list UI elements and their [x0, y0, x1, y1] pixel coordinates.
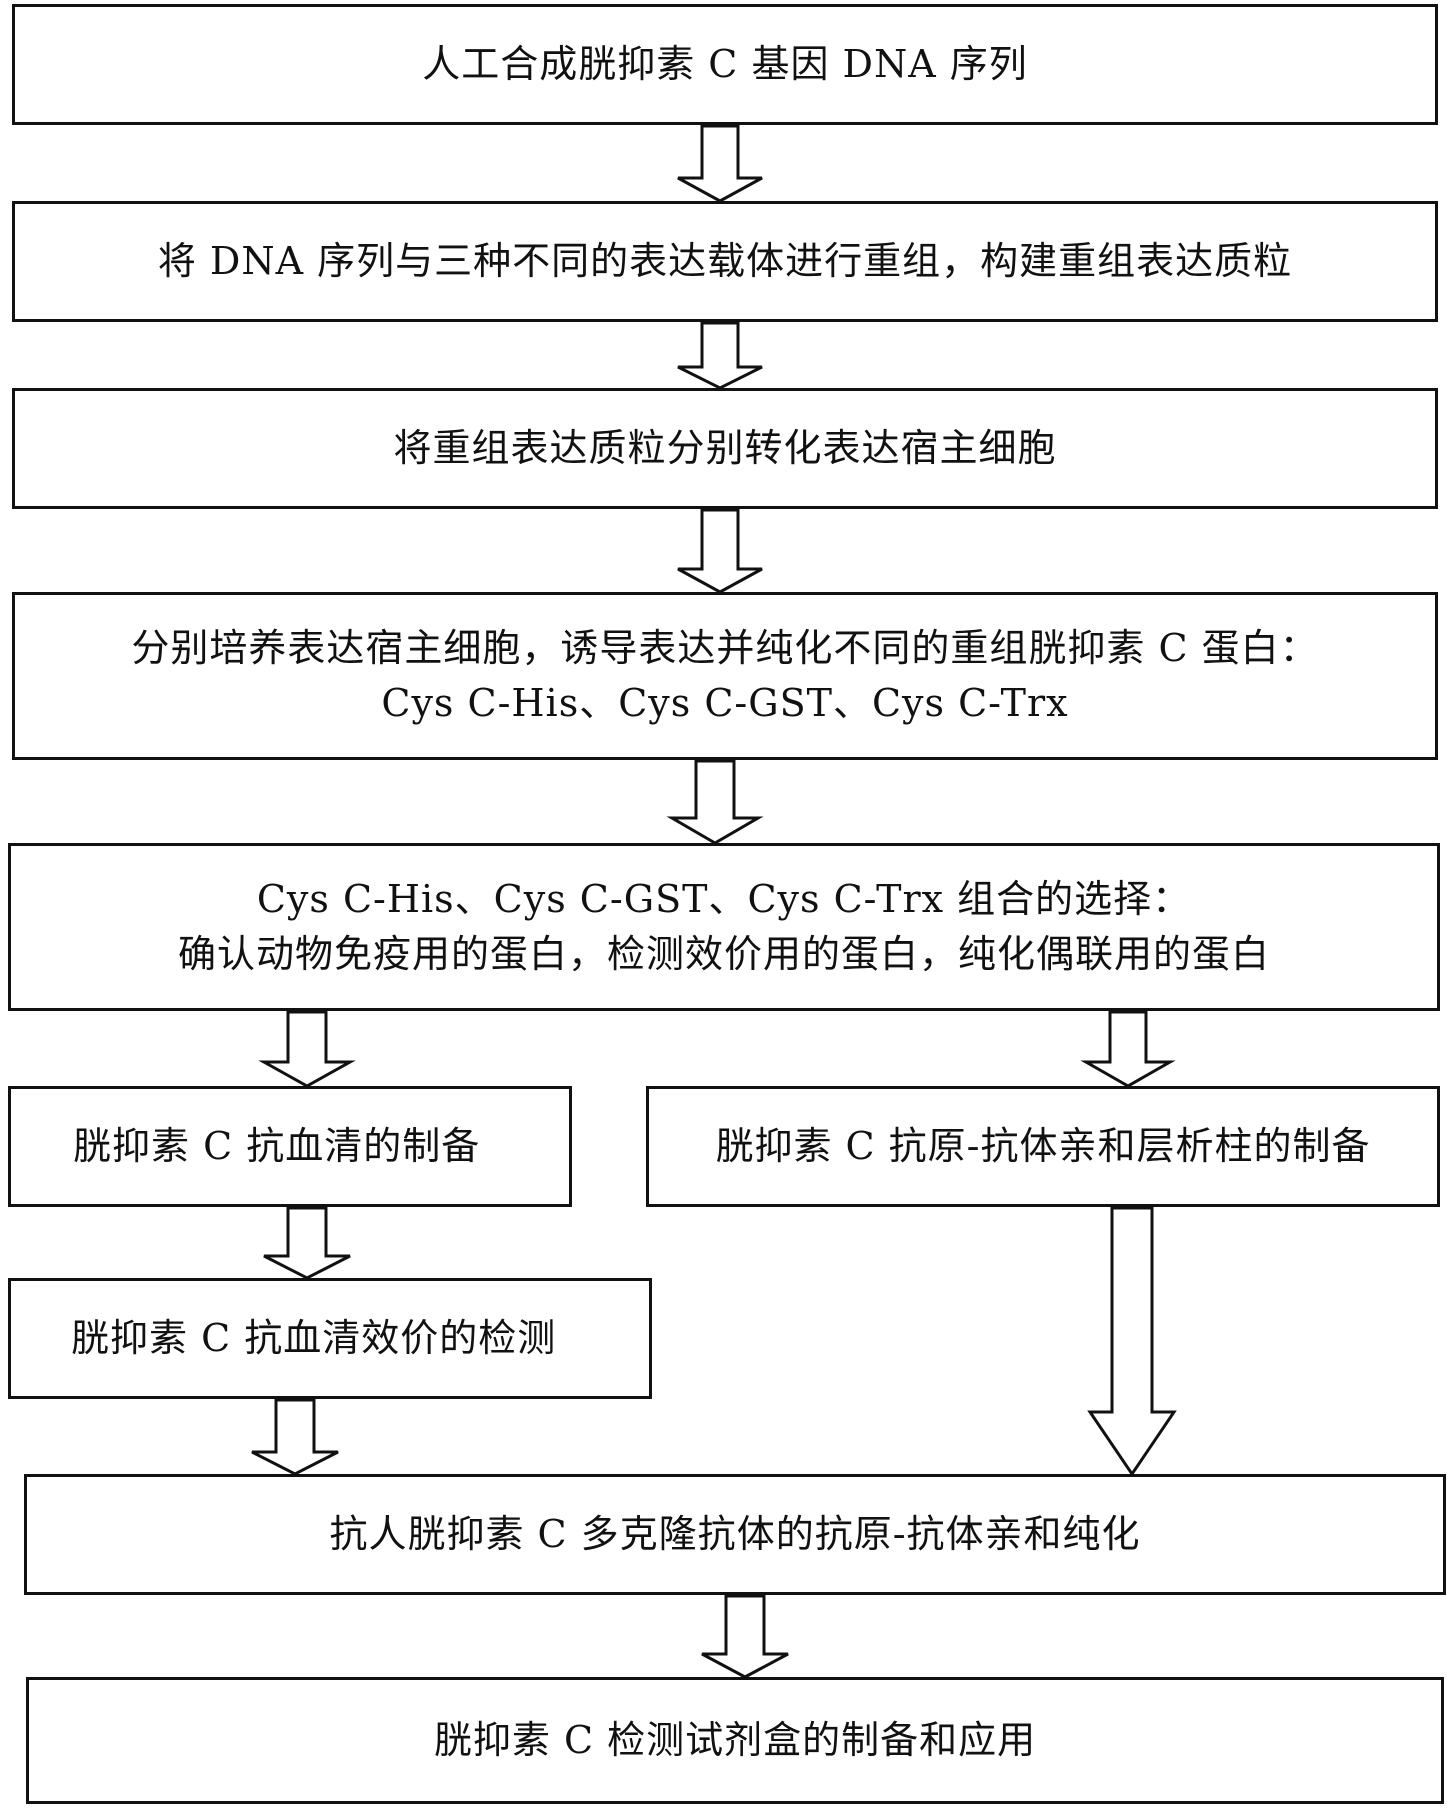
step-box-transform-host: 将重组表达质粒分别转化表达宿主细胞 — [12, 388, 1438, 509]
down-arrow-icon — [677, 124, 763, 203]
down-arrow-icon — [263, 1206, 351, 1280]
down-arrow-icon — [701, 1594, 789, 1679]
down-arrow-icon — [258, 1010, 356, 1088]
step-text-express-purify-line2: Cys C-His、Cys C-GST、Cys C-Trx — [381, 681, 1069, 725]
step-text-combination-select-line2: 确认动物免疫用的蛋白，检测效价用的蛋白，纯化偶联用的蛋白 — [177, 932, 1270, 976]
step-box-antiserum-titer: 胱抑素 C 抗血清效价的检测 — [8, 1278, 652, 1399]
down-arrow-icon — [1087, 1206, 1177, 1477]
step-box-affinity-column-prep: 胱抑素 C 抗原-抗体亲和层析柱的制备 — [646, 1086, 1440, 1207]
step-box-construct-plasmid: 将 DNA 序列与三种不同的表达载体进行重组，构建重组表达质粒 — [12, 201, 1438, 322]
step-box-synthesize-dna: 人工合成胱抑素 C 基因 DNA 序列 — [12, 4, 1438, 125]
step-box-express-purify: 分别培养表达宿主细胞，诱导表达并纯化不同的重组胱抑素 C 蛋白： Cys C-H… — [12, 592, 1438, 760]
step-text-affinity-purification: 抗人胱抑素 C 多克隆抗体的抗原-抗体亲和纯化 — [329, 1511, 1141, 1556]
step-text-affinity-column-prep: 胱抑素 C 抗原-抗体亲和层析柱的制备 — [715, 1123, 1371, 1168]
down-arrow-icon — [666, 759, 764, 845]
step-text-synthesize-dna: 人工合成胱抑素 C 基因 DNA 序列 — [422, 41, 1028, 86]
step-box-combination-select: Cys C-His、Cys C-GST、Cys C-Trx 组合的选择： 确认动… — [8, 843, 1440, 1011]
down-arrow-icon — [677, 508, 763, 594]
down-arrow-icon — [1080, 1010, 1176, 1088]
step-box-kit-application: 胱抑素 C 检测试剂盒的制备和应用 — [26, 1677, 1444, 1804]
step-text-express-purify-line1: 分别培养表达宿主细胞，诱导表达并纯化不同的重组胱抑素 C 蛋白： — [131, 625, 1319, 670]
down-arrow-icon — [677, 321, 763, 390]
step-text-kit-application: 胱抑素 C 检测试剂盒的制备和应用 — [433, 1717, 1037, 1762]
step-box-affinity-purification: 抗人胱抑素 C 多克隆抗体的抗原-抗体亲和纯化 — [24, 1474, 1446, 1595]
step-text-antiserum-titer: 胱抑素 C 抗血清效价的检测 — [71, 1315, 557, 1360]
step-text-antiserum-prep: 胱抑素 C 抗血清的制备 — [73, 1123, 481, 1168]
down-arrow-icon — [251, 1398, 339, 1476]
step-text-combination-select-line1: Cys C-His、Cys C-GST、Cys C-Trx 组合的选择： — [256, 876, 1192, 921]
step-text-transform-host: 将重组表达质粒分别转化表达宿主细胞 — [393, 425, 1057, 470]
step-text-construct-plasmid: 将 DNA 序列与三种不同的表达载体进行重组，构建重组表达质粒 — [157, 238, 1293, 283]
step-box-antiserum-prep: 胱抑素 C 抗血清的制备 — [8, 1086, 572, 1207]
